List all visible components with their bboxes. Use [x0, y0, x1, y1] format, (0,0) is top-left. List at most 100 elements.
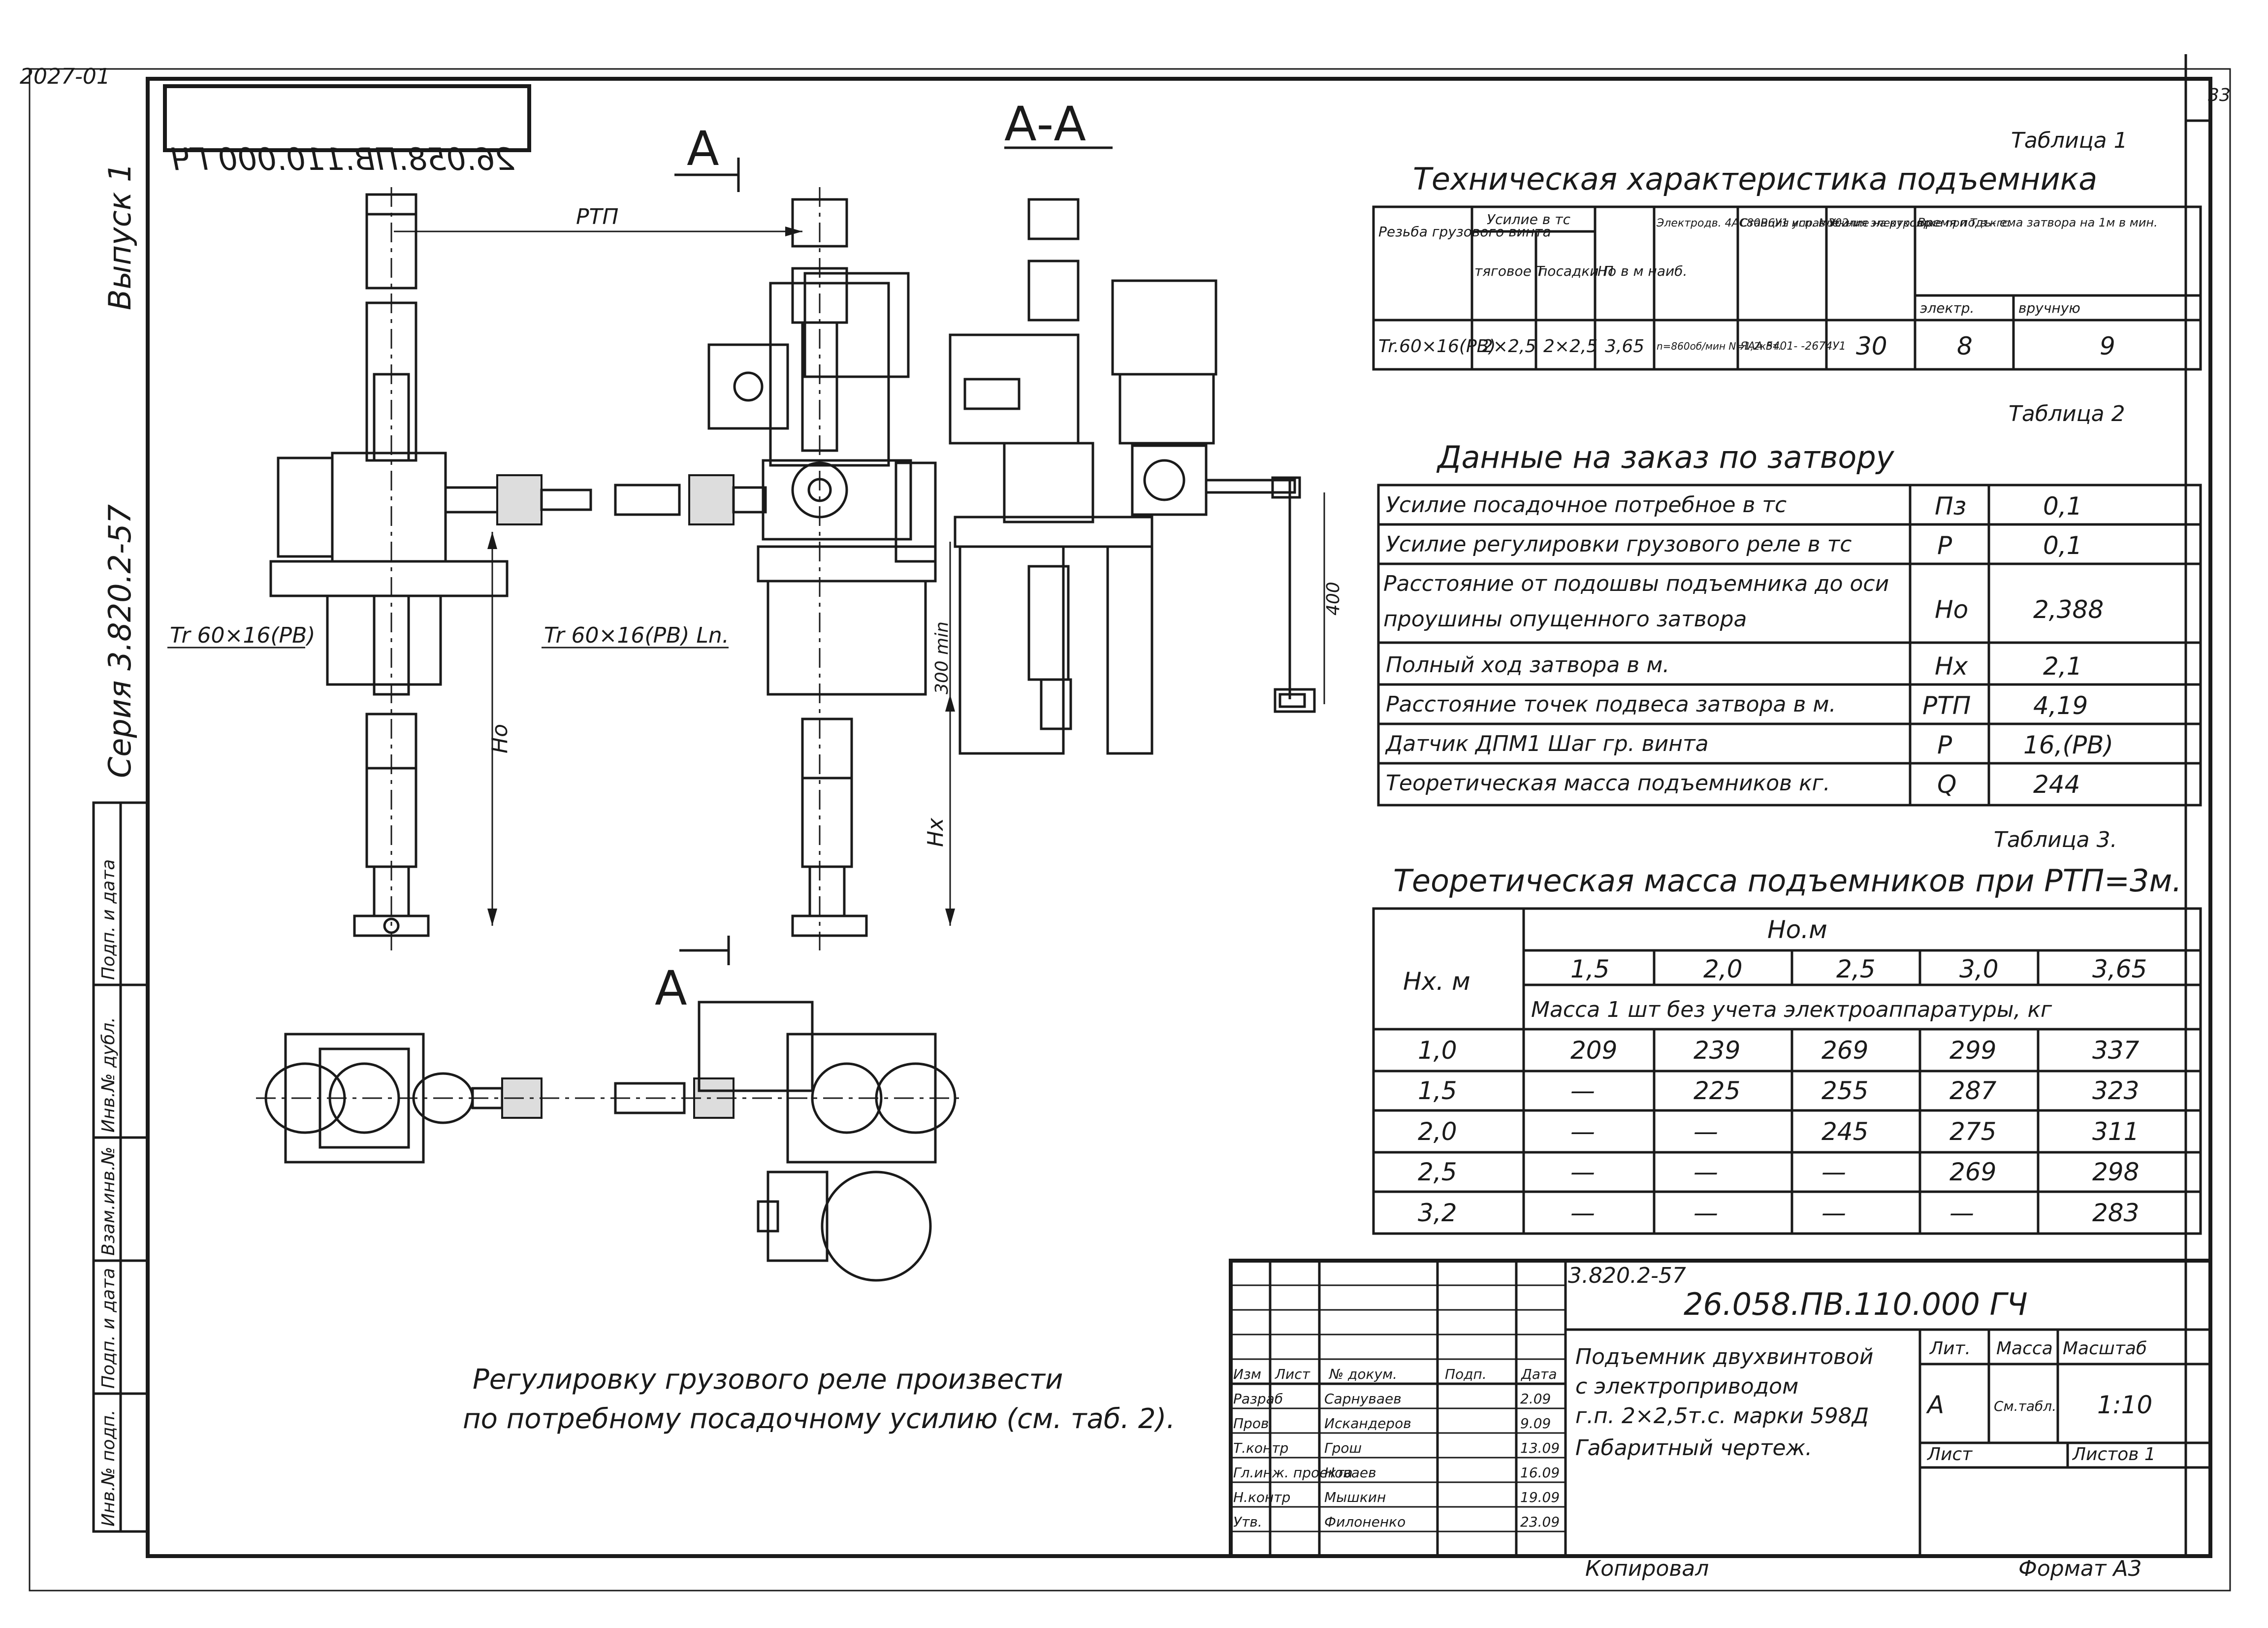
- t2-r3-sym: Нх: [1935, 652, 1968, 681]
- t1-v-t: 2×2,5: [1482, 336, 1536, 357]
- t1-v-time-hand: 9: [2100, 332, 2115, 360]
- t3-cell: 275: [1949, 1117, 1996, 1146]
- t3-cell: —: [1570, 1076, 1595, 1105]
- tb-h-doc: № докум.: [1328, 1366, 1397, 1382]
- note-line-1: Регулировку грузового реле произвести: [473, 1364, 1063, 1396]
- tb-name: Мышкин: [1324, 1489, 1386, 1505]
- t1-h-force: Усилие в тс: [1487, 211, 1571, 228]
- t2-r2-val: 2,388: [2033, 595, 2104, 624]
- t3-cell: 283: [2092, 1199, 2139, 1227]
- t3-row-hx: 1,5: [1418, 1076, 1457, 1105]
- strip-label-inv-dubl: Инв.№ дубл.: [98, 1017, 119, 1133]
- t1-h-thread: Резьба грузового винта: [1378, 224, 1551, 240]
- tb-mass-value: См.табл.: [1994, 1398, 2056, 1414]
- t1-h-handle: Усилие на рукоятке при Т в кгс.: [1829, 217, 2012, 229]
- tb-mass-label: Масса: [1996, 1338, 2053, 1359]
- mirrored-doc-code: 26.058.ПВ.110.000 ГЧ: [170, 141, 514, 177]
- dim-400: 400: [1323, 582, 1343, 616]
- tb-sheets-label: Листов 1: [2072, 1444, 2156, 1465]
- tb-name: Сарнуваев: [1324, 1391, 1402, 1407]
- dim-stroke: 300 min: [932, 621, 952, 694]
- dim-hx: Hx: [923, 817, 948, 847]
- table1-title: Техническая характеристика подъемника: [1413, 161, 2097, 197]
- t3-cell: —: [1570, 1158, 1595, 1186]
- section-view-a-a: А-А 400: [949, 97, 1343, 755]
- tb-date: 23.09: [1520, 1514, 1560, 1530]
- tb-title-3: г.п. 2×2,5т.с. марки 598Д: [1575, 1403, 1869, 1429]
- series-side-label: Серия 3.820.2-57: [102, 504, 138, 778]
- t3-cell: 239: [1693, 1036, 1740, 1065]
- sheet-id: 2027-01: [20, 64, 110, 89]
- t1-v-station: ЯАА 5401- -2674У1: [1740, 340, 1846, 353]
- table-2: Таблица 2 Данные на заказ по затвору Уси…: [1377, 401, 2202, 807]
- t3-h0-header: Но.м: [1767, 915, 1827, 944]
- t2-r6-sym: Q: [1937, 770, 1956, 799]
- t2-r5-label: Датчик ДПМ1 Шаг гр. винта: [1385, 731, 1709, 756]
- t2-r4-val: 4,19: [2033, 691, 2088, 720]
- t3-cell: 323: [2092, 1076, 2139, 1105]
- strip-label-podp-date-2: Подп. и дата: [98, 859, 119, 980]
- t3-cell: 255: [1821, 1076, 1868, 1105]
- t1-v-time-el: 8: [1957, 332, 1973, 360]
- t3-cell: —: [1821, 1158, 1846, 1186]
- t2-r1-sym: Р: [1937, 531, 1952, 560]
- mirrored-code-box: 26.058.ПВ.110.000 ГЧ: [163, 84, 531, 177]
- t3-cell: —: [1693, 1199, 1718, 1227]
- tb-date: 16.09: [1520, 1465, 1560, 1481]
- tb-date: 13.09: [1520, 1440, 1560, 1456]
- tb-date: 2.09: [1520, 1391, 1551, 1407]
- note-line-2: по потребному посадочному усилию (см. та…: [463, 1403, 1175, 1435]
- t3-row-hx: 2,5: [1418, 1158, 1457, 1186]
- t3-cell: 245: [1821, 1117, 1868, 1146]
- tb-scale-label: Масштаб: [2063, 1338, 2147, 1359]
- t1-v-p: 2×2,5: [1543, 336, 1597, 357]
- t2-r6-val: 244: [2033, 770, 2080, 799]
- t3-sub-header: Масса 1 шт без учета электроаппаратуры, …: [1531, 997, 2052, 1022]
- tb-h-izm: Изм: [1233, 1366, 1261, 1382]
- tb-date: 9.09: [1520, 1415, 1551, 1432]
- tb-role: Т.контр: [1233, 1440, 1288, 1456]
- t3-col-3: 3,0: [1959, 955, 1999, 983]
- t1-v-h0: 3,65: [1605, 336, 1644, 357]
- tb-lit-label: Лит.: [1929, 1338, 1971, 1359]
- table3-title: Теоретическая масса подъемников при РТП=…: [1393, 863, 2182, 899]
- t3-cell: —: [1949, 1199, 1974, 1227]
- sheet-inner-frame: [146, 77, 2212, 1558]
- view-a-mark-top: А: [687, 121, 719, 176]
- t2-r3-label: Полный ход затвора в м.: [1386, 652, 1669, 678]
- dim-thread-left: Tr 60×16(PB): [170, 623, 315, 648]
- tb-name: Новаев: [1324, 1465, 1376, 1481]
- t1-v-handle: 30: [1856, 332, 1887, 360]
- t2-r1-val: 0,1: [2043, 531, 2082, 560]
- t3-col-4: 3,65: [2092, 955, 2147, 983]
- table-3: Таблица 3. Теоретическая масса подъемник…: [1372, 827, 2202, 1235]
- dim-rtp: РТП: [576, 204, 619, 229]
- t3-cell: 225: [1693, 1076, 1740, 1105]
- t1-v-motor: n=860об/мин N=1,2кВт.: [1657, 340, 1782, 352]
- t2-r5-sym: Р: [1937, 731, 1952, 759]
- t3-cell: 209: [1570, 1036, 1617, 1065]
- t3-cell: —: [1693, 1117, 1718, 1146]
- approval-strip: Инв.№ подп. Подп. и дата Взам.инв.№ Инв.…: [92, 801, 149, 1533]
- t3-col-1: 2,0: [1703, 955, 1743, 983]
- t3-row-hx: 3,2: [1418, 1199, 1457, 1227]
- view-a-mark-bottom: А: [655, 961, 687, 1016]
- table-1: Таблица 1 Техническая характеристика под…: [1372, 128, 2202, 371]
- t2-r2-sym: Но: [1935, 595, 1968, 624]
- tb-role: Разраб: [1233, 1391, 1283, 1407]
- t3-cell: 298: [2092, 1158, 2139, 1186]
- table1-caption: Таблица 1: [2011, 128, 2128, 153]
- t3-col-2: 2,5: [1836, 955, 1876, 983]
- t1-h-force-p: посадки П: [1538, 263, 1613, 279]
- table2-caption: Таблица 2: [2009, 401, 2125, 426]
- tb-date: 19.09: [1520, 1489, 1560, 1505]
- copied-label: Копировал: [1585, 1556, 1709, 1581]
- tb-h-sign: Подп.: [1445, 1366, 1487, 1382]
- t2-r0-val: 0,1: [2043, 492, 2082, 521]
- tb-title-4: Габаритный чертеж.: [1575, 1435, 1812, 1461]
- t3-col-0: 1,5: [1570, 955, 1610, 983]
- t3-cell: 269: [1821, 1036, 1868, 1065]
- table2-title: Данные на заказ по затвору: [1436, 439, 1895, 475]
